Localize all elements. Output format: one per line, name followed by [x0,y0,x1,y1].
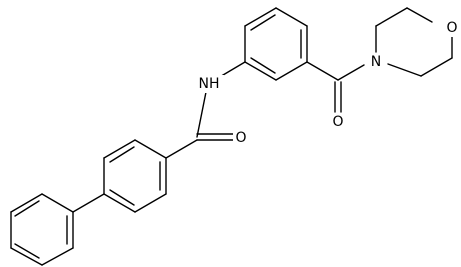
atom-morpholine-nitrogen: N [368,53,384,71]
bond [275,61,308,81]
bond [134,139,167,159]
carbonyl-to-nh-bond [196,91,207,138]
double-bond-inner [109,146,135,163]
bond [10,247,43,266]
ketone-to-n-bond [337,64,365,81]
atom-morpholine-oxygen: O [444,19,460,37]
atom-amide-nitrogen: NH [196,75,224,93]
double-bond-inner [14,200,40,217]
aniline-ring [244,7,308,81]
bond [244,61,277,81]
amide-oxygen-label: O [235,130,246,146]
double-bond-inner [14,243,40,259]
bond [375,7,408,27]
double-bond-inner [109,189,135,206]
atom-ketone-oxygen: O [330,113,346,131]
bond [406,7,433,23]
bond [134,193,167,213]
double-bond-inner [250,14,276,31]
bond [244,7,277,27]
amide-nitrogen-label: NH [199,76,220,92]
morpholine-nitrogen-label: N [371,54,381,70]
biphenyl-bond [72,193,105,213]
bond [41,193,74,213]
ketone-oxygen-label: O [332,114,343,130]
bond [103,193,136,213]
ring-to-carbonyl-bond [165,139,198,159]
benzamide-ring [103,139,167,213]
phenyl-ring [10,193,74,266]
morpholine-oxygen-label: O [446,20,457,36]
bond [420,57,453,77]
bond [10,193,43,213]
bond [275,7,308,27]
ring-to-ketone-bond [306,61,339,81]
double-bond-inner [250,57,276,74]
bond [41,247,74,266]
bond [103,139,136,159]
morpholine-ring [375,7,453,77]
bond [387,63,422,77]
atom-amide-oxygen: O [233,129,249,147]
